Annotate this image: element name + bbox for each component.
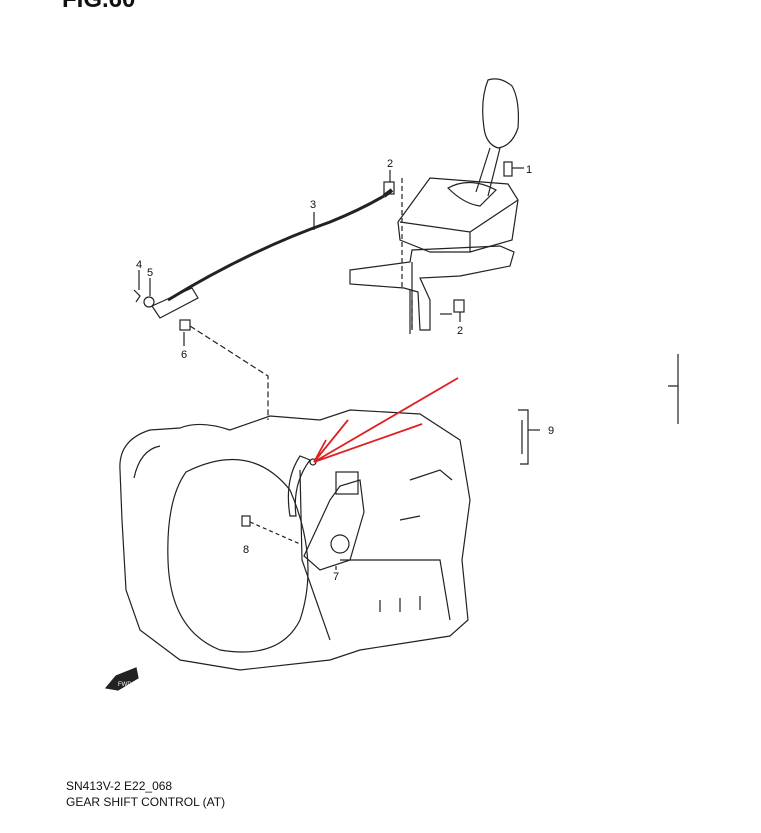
fwd-label: FWD xyxy=(118,682,132,688)
diagram-title: GEAR SHIFT CONTROL (AT) xyxy=(66,795,226,809)
callout-5: 5 xyxy=(147,267,153,279)
clip-4 xyxy=(133,289,141,303)
page-edge-mark xyxy=(668,354,679,424)
callout-2-bottom: 2 xyxy=(457,325,463,337)
bolt-8 xyxy=(241,515,301,545)
leader-lines xyxy=(138,270,337,570)
bolt-1 xyxy=(503,161,524,177)
callout-4: 4 xyxy=(136,259,142,271)
callout-6: 6 xyxy=(181,349,187,361)
neutral-safety-switch-7[interactable] xyxy=(303,471,365,571)
shift-cable-3[interactable] xyxy=(151,188,394,319)
fwd-arrow-icon: FWD xyxy=(104,667,139,691)
transmission-case[interactable] xyxy=(119,409,471,671)
callout-1: 1 xyxy=(526,164,532,176)
shift-arm[interactable] xyxy=(287,455,317,517)
callout-9: 9 xyxy=(548,425,554,437)
shift-lever-assembly[interactable] xyxy=(349,78,519,334)
callout-7: 7 xyxy=(333,571,339,583)
figure-number: FIG.60 xyxy=(62,0,135,14)
callout-2-top: 2 xyxy=(387,158,393,170)
bushing-6 xyxy=(179,319,191,331)
annotation-arrow xyxy=(313,377,459,463)
nut-2-bottom xyxy=(440,299,465,322)
diagram-code: SN413V-2 E22_068 xyxy=(66,779,173,793)
callout-3: 3 xyxy=(310,199,316,211)
callout-8: 8 xyxy=(243,544,249,556)
bracket-9[interactable] xyxy=(518,409,540,465)
washer-5 xyxy=(143,296,155,308)
